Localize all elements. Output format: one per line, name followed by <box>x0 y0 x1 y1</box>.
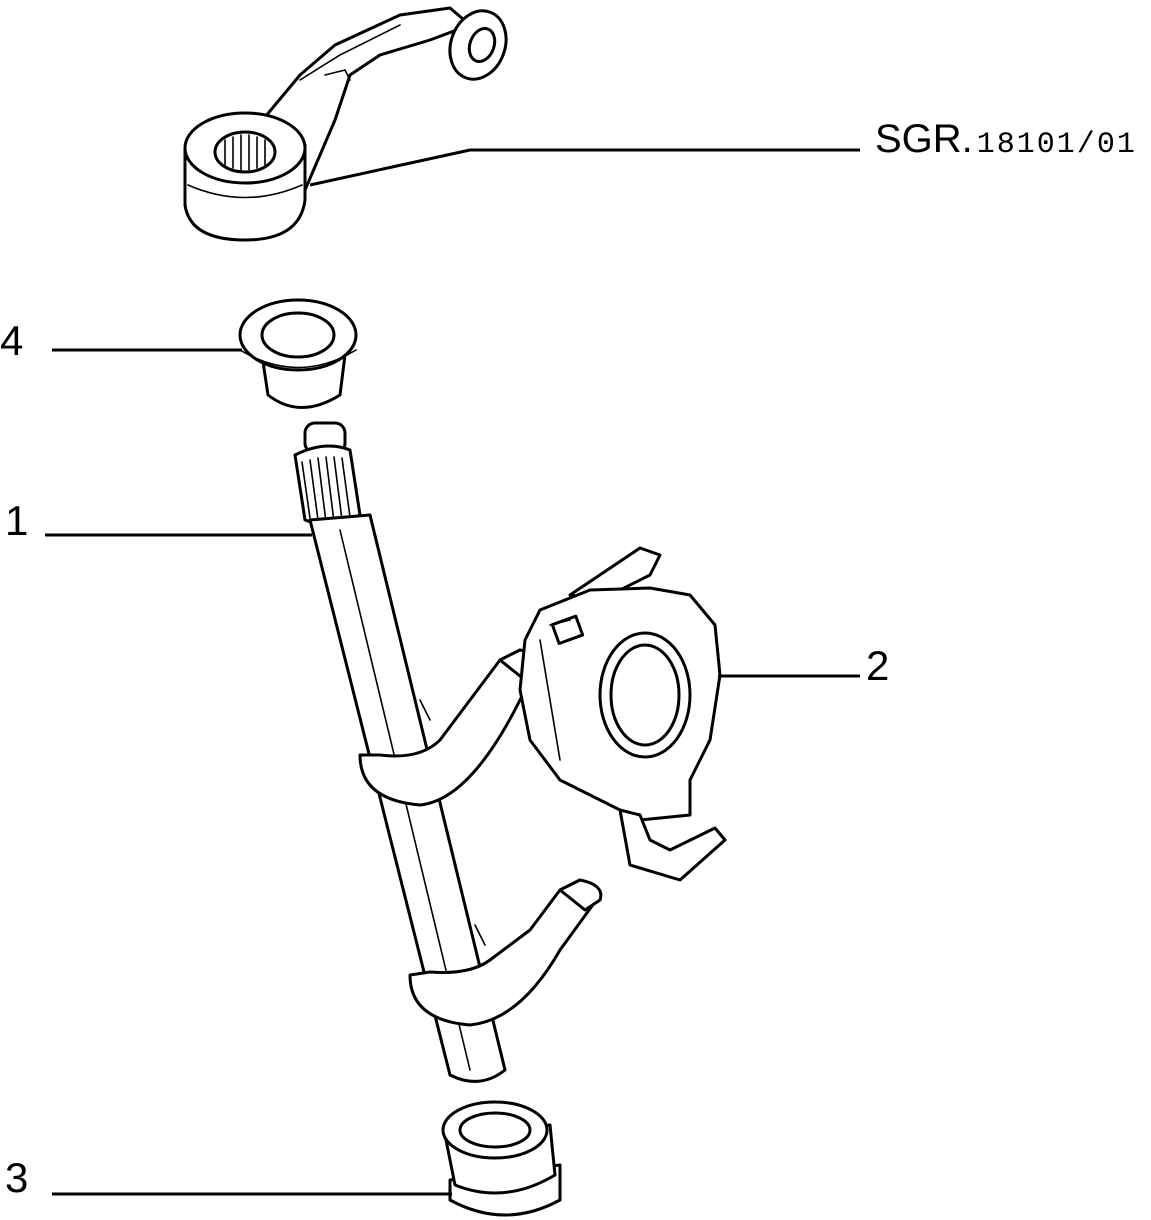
lever-part <box>183 6 508 242</box>
callout-label-3: 3 <box>5 1154 28 1201</box>
reference-prefix: SGR. <box>875 117 973 161</box>
callout-label-1: 1 <box>5 497 28 544</box>
callout-label-4: 4 <box>0 317 23 364</box>
callout-label-2: 2 <box>866 642 889 689</box>
release-bearing-part <box>518 546 727 882</box>
reference-leader <box>309 148 471 187</box>
upper-bush-part <box>238 298 358 409</box>
lower-fork-part <box>408 878 603 1027</box>
reference-code: SGR.18101/01 <box>875 117 1137 162</box>
lower-bush-part <box>441 1100 562 1217</box>
reference-number: 18101/01 <box>977 128 1137 162</box>
